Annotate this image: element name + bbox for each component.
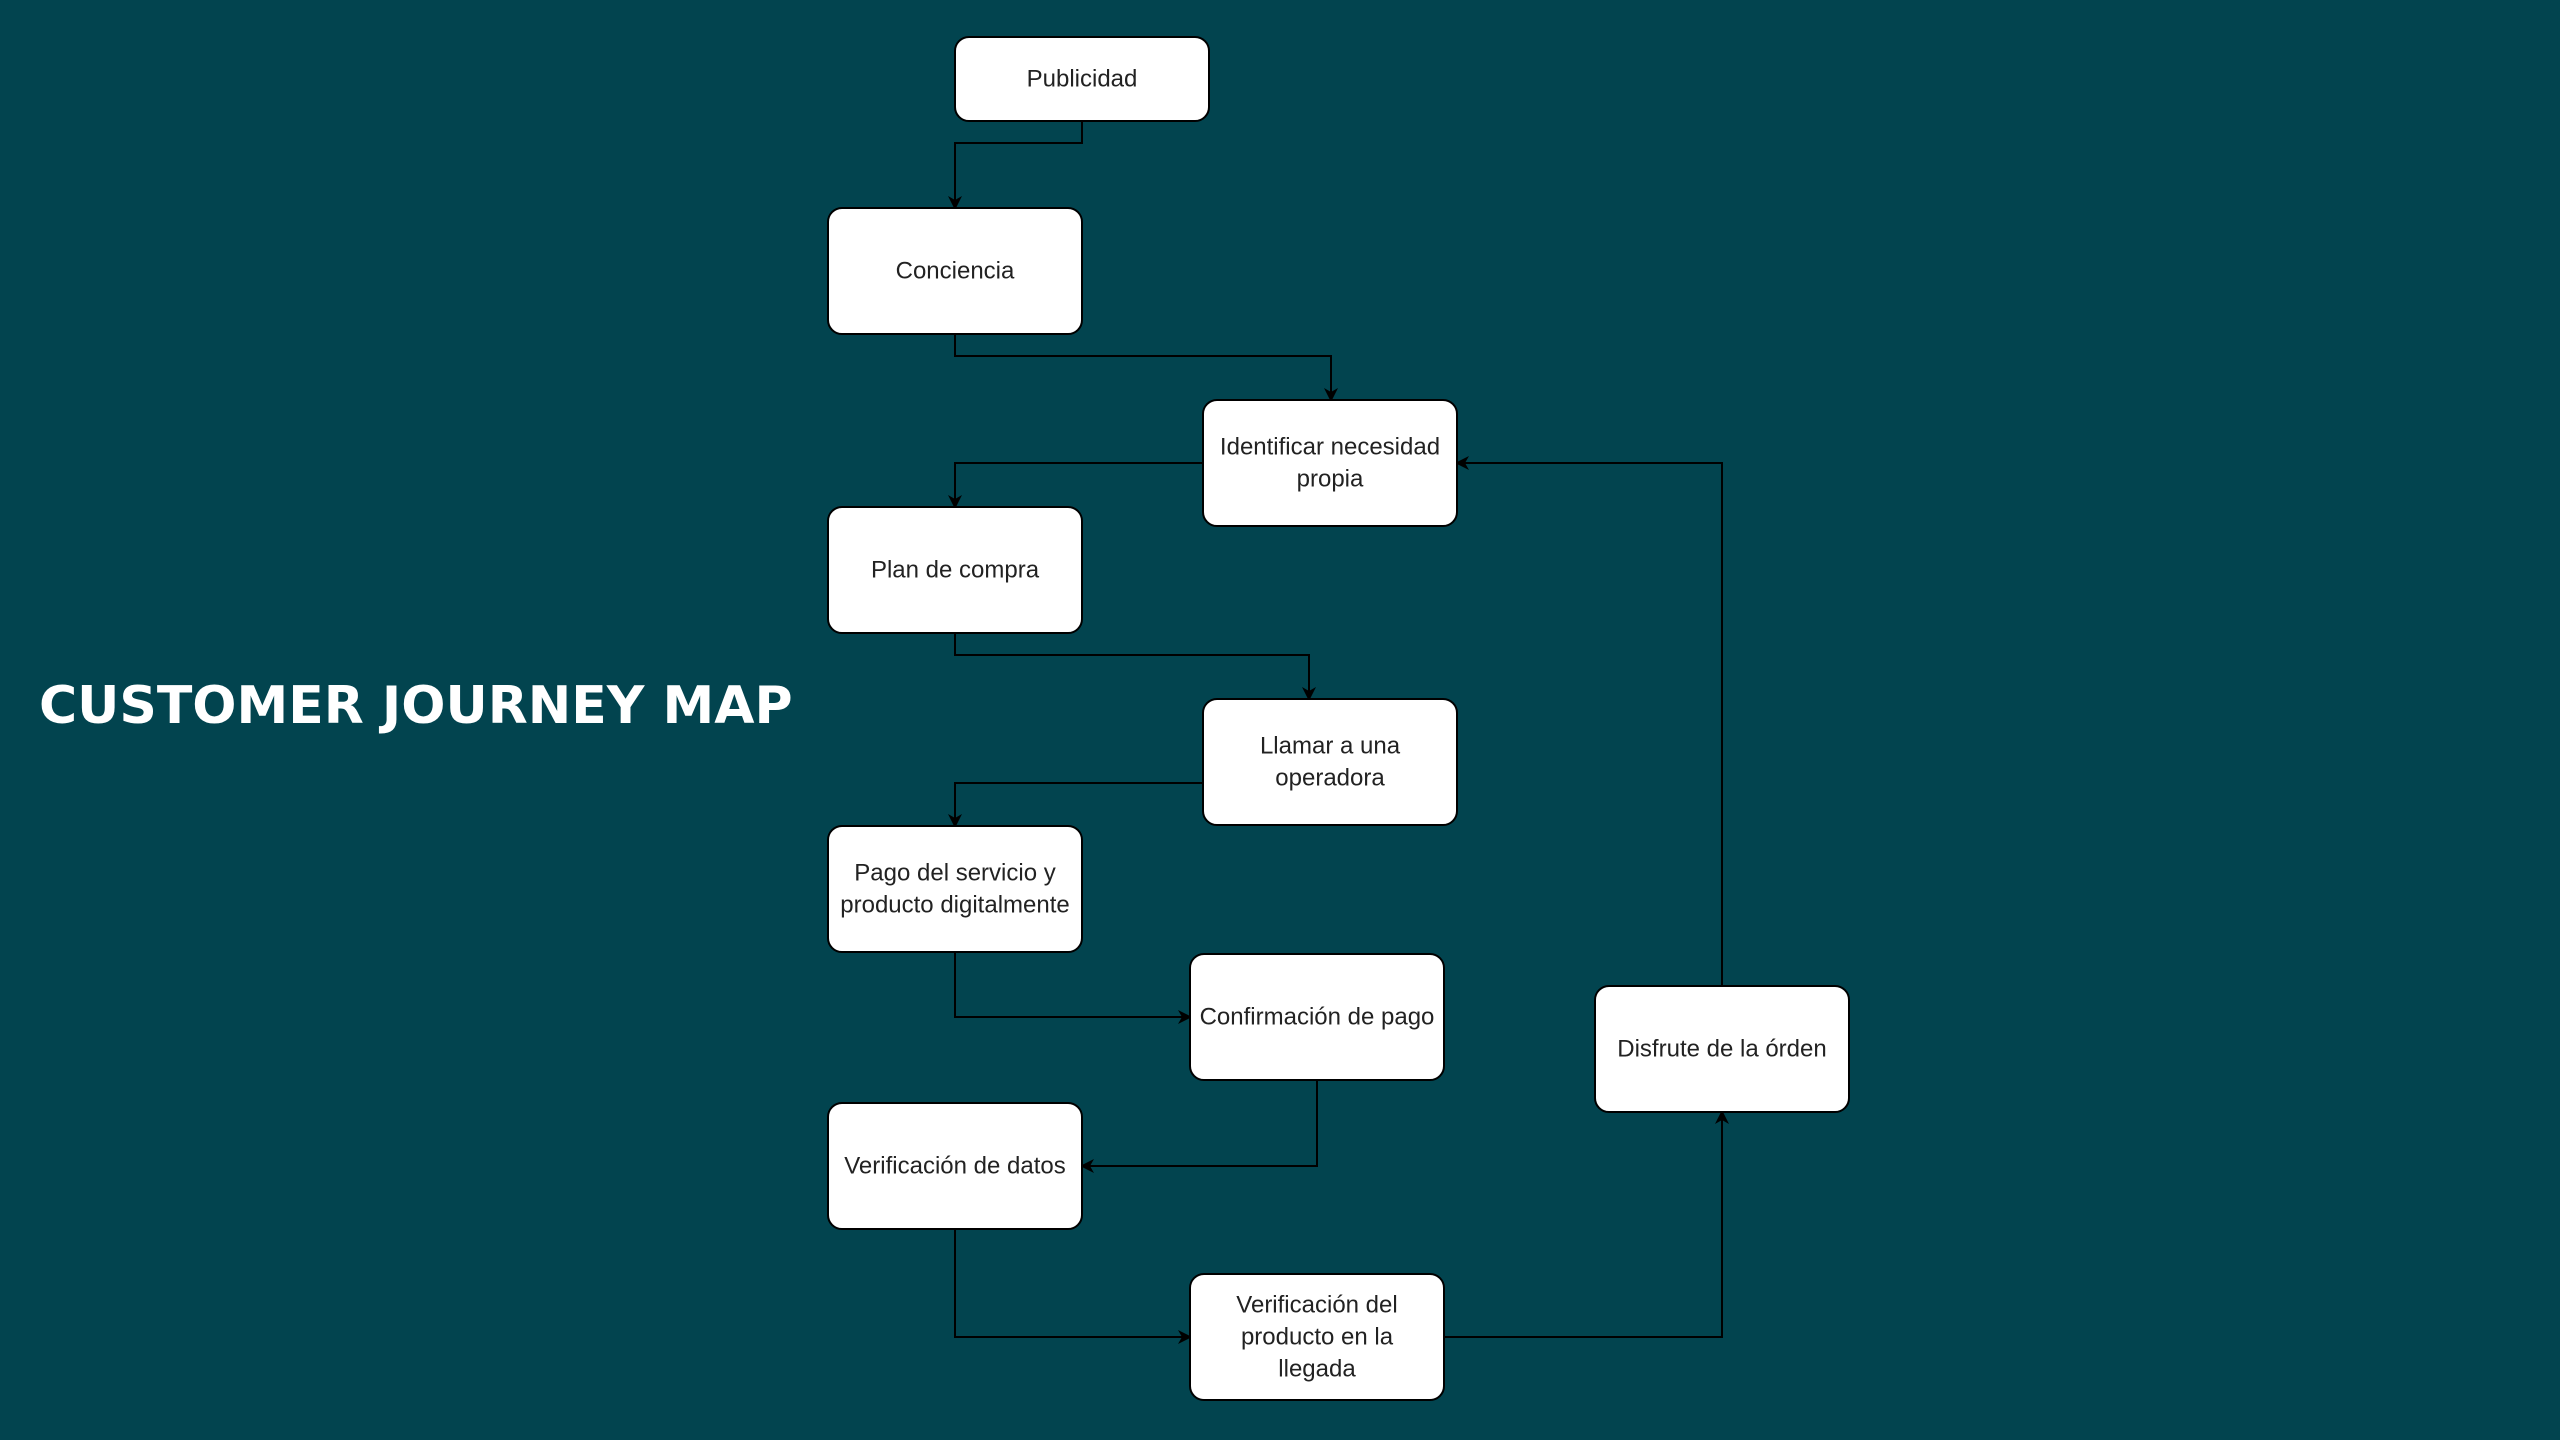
node-label: propia bbox=[1297, 466, 1364, 493]
node-verif_datos: Verificación de datos bbox=[827, 1102, 1083, 1230]
page-title: CUSTOMER JOURNEY MAP bbox=[39, 676, 793, 736]
node-label: Llamar a una bbox=[1260, 733, 1401, 760]
node-label: Disfrute de la órden bbox=[1617, 1036, 1826, 1063]
node-publicidad: Publicidad bbox=[954, 36, 1210, 122]
edges-layer bbox=[948, 121, 1729, 1344]
edge-conciencia-to-identificar bbox=[954, 334, 1338, 402]
edge-verif_datos-to-verif_producto bbox=[954, 1229, 1192, 1344]
node-label: producto digitalmente bbox=[840, 892, 1069, 919]
edge-identificar-to-plan bbox=[948, 462, 1203, 509]
node-plan: Plan de compra bbox=[827, 506, 1083, 634]
edge-llamar-to-pago bbox=[948, 782, 1203, 828]
node-label: llegada bbox=[1278, 1356, 1356, 1383]
edge-plan-to-llamar bbox=[954, 633, 1316, 701]
node-verif_producto: Verificación del producto en la llegada bbox=[1189, 1273, 1445, 1401]
node-box bbox=[1189, 953, 1445, 1081]
node-label: operadora bbox=[1275, 765, 1385, 792]
node-label: Verificación de datos bbox=[844, 1153, 1065, 1180]
node-box bbox=[954, 36, 1210, 122]
node-box bbox=[827, 506, 1083, 634]
edge-pago-to-confirmacion bbox=[954, 952, 1192, 1024]
node-pago: Pago del servicio y producto digitalmente bbox=[827, 825, 1083, 953]
node-box bbox=[827, 825, 1083, 953]
edge-disfrute-to-identificar bbox=[1455, 456, 1723, 986]
node-box bbox=[827, 207, 1083, 335]
node-box bbox=[827, 1102, 1083, 1230]
node-box bbox=[1594, 985, 1850, 1113]
node-label: Identificar necesidad bbox=[1220, 434, 1440, 461]
node-box bbox=[1202, 399, 1458, 527]
edge-publicidad-to-conciencia bbox=[948, 121, 1083, 210]
node-box bbox=[1202, 698, 1458, 826]
node-label: producto en la bbox=[1241, 1324, 1394, 1351]
node-label: Publicidad bbox=[1027, 66, 1138, 93]
edge-confirmacion-to-verif_datos bbox=[1080, 1080, 1318, 1173]
node-label: Verificación del bbox=[1236, 1292, 1397, 1319]
node-label: Plan de compra bbox=[871, 557, 1040, 584]
node-confirmacion: Confirmación de pago bbox=[1189, 953, 1445, 1081]
node-label: Conciencia bbox=[896, 258, 1015, 285]
node-identificar: Identificar necesidad propia bbox=[1202, 399, 1458, 527]
node-label: Pago del servicio y bbox=[854, 860, 1055, 887]
node-disfrute: Disfrute de la órden bbox=[1594, 985, 1850, 1113]
edge-verif_producto-to-disfrute bbox=[1444, 1110, 1729, 1338]
node-llamar: Llamar a una operadora bbox=[1202, 698, 1458, 826]
node-conciencia: Conciencia bbox=[827, 207, 1083, 335]
node-label: Confirmación de pago bbox=[1200, 1004, 1435, 1031]
node-box bbox=[1189, 1273, 1445, 1401]
